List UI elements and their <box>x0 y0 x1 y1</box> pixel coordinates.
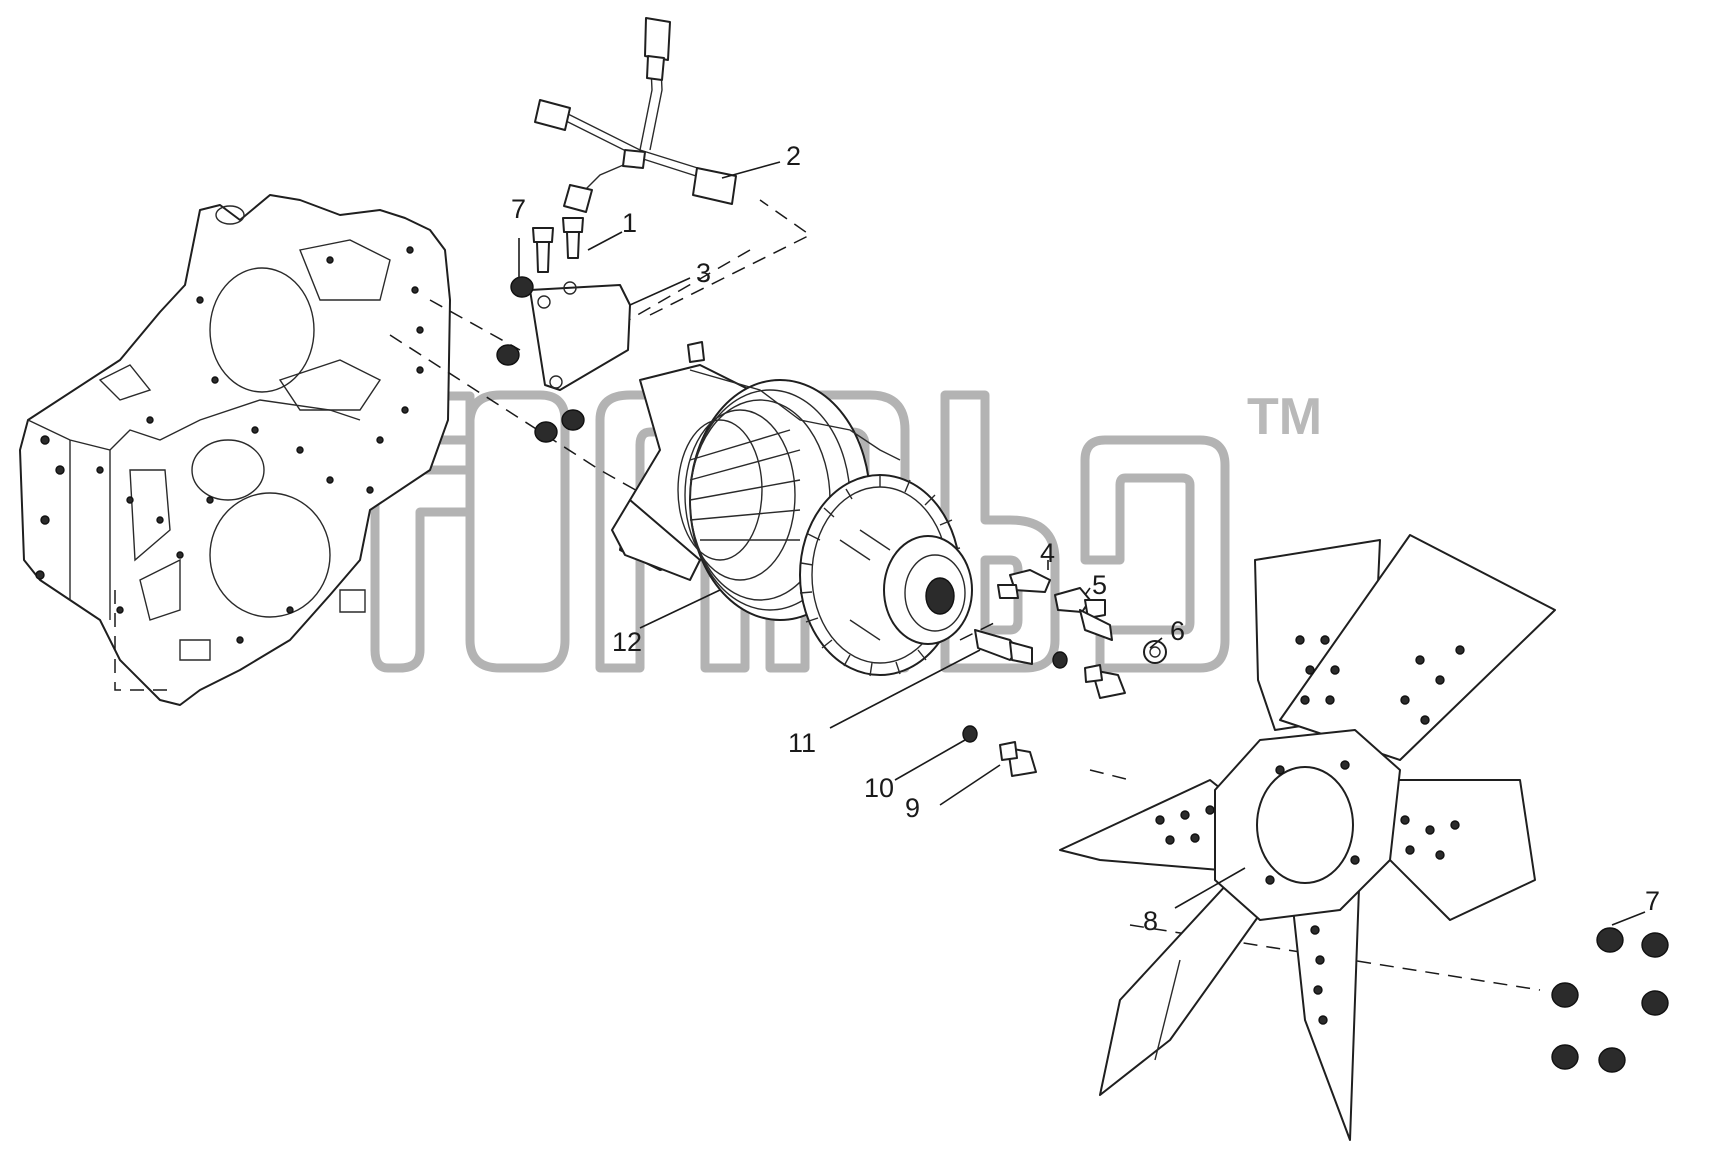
watermark-tm: TM <box>1247 388 1322 446</box>
callout-6: 6 <box>1170 616 1185 646</box>
cooling-fan <box>1059 534 1556 1141</box>
callout-4: 4 <box>1040 538 1055 568</box>
fan-nuts <box>1551 927 1669 1073</box>
callout-12: 12 <box>612 627 642 657</box>
fan-clutch-assembly <box>611 341 973 677</box>
callout-3: 3 <box>696 258 711 288</box>
front-timing-cover <box>19 194 451 706</box>
callout-8: 8 <box>1143 906 1158 936</box>
callout-5: 5 <box>1092 570 1107 600</box>
bracket-fasteners <box>496 217 631 443</box>
callout-7-fan-nuts: 7 <box>1645 886 1660 916</box>
callout-7-bracket-nuts: 7 <box>511 194 526 224</box>
callout-1: 1 <box>622 208 637 238</box>
wiring-harness <box>534 17 737 213</box>
callout-9: 9 <box>905 793 920 823</box>
callout-10: 10 <box>864 773 894 803</box>
callout-labels: 1 2 3 4 5 6 7 7 8 9 10 11 12 <box>511 141 1660 936</box>
small-fasteners <box>962 569 1167 777</box>
callout-11: 11 <box>788 728 816 758</box>
callout-2: 2 <box>786 141 801 171</box>
leader-lines <box>518 161 1646 926</box>
